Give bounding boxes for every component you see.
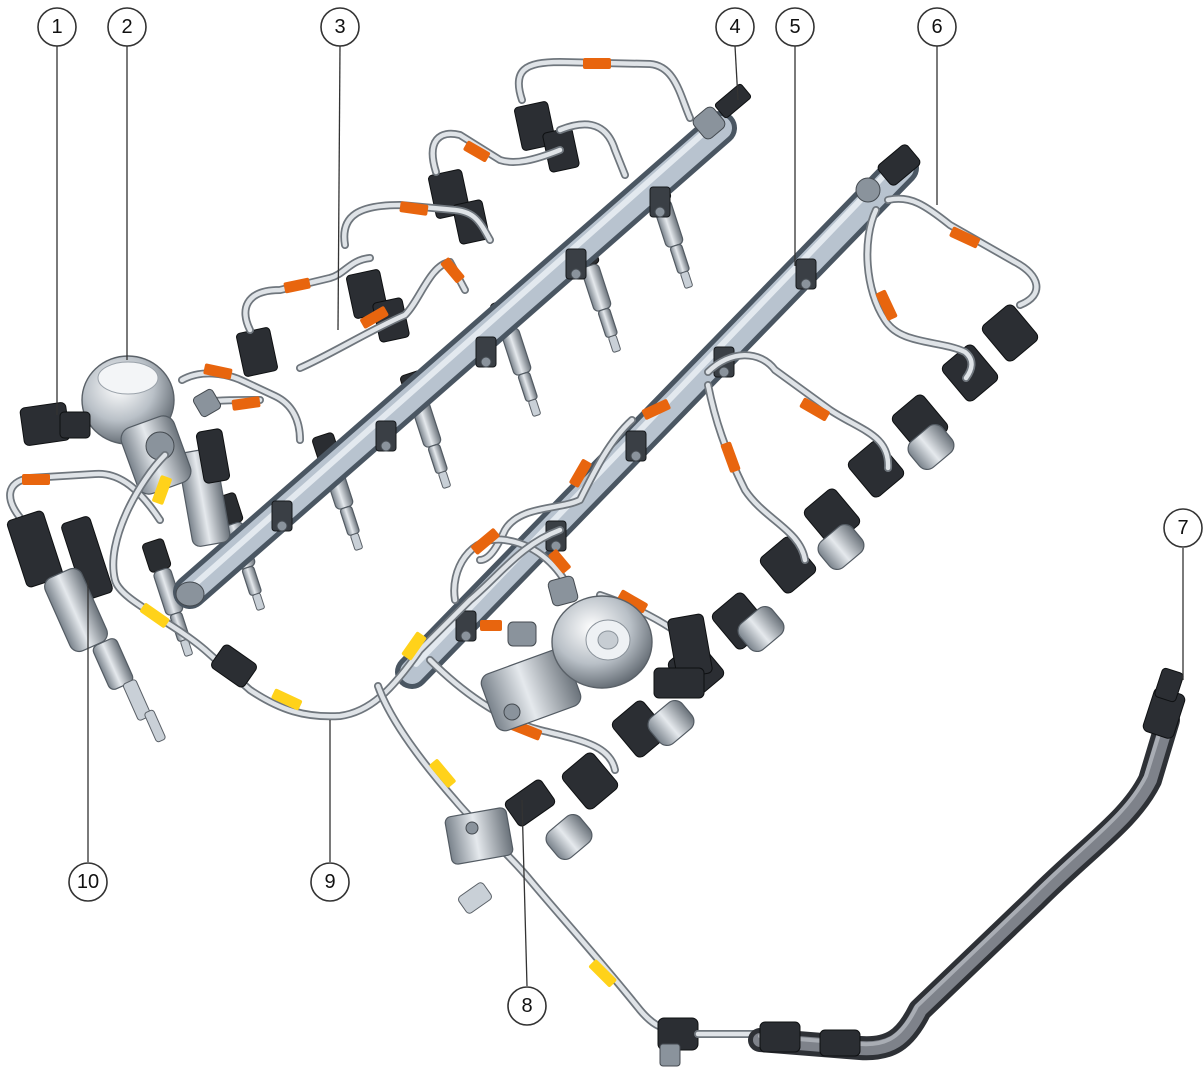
svg-text:9: 9	[324, 871, 335, 893]
high-pressure-pump-right	[480, 575, 713, 732]
callout-9: 9	[310, 862, 350, 902]
injector-10	[6, 510, 166, 743]
callout-5: 5	[775, 7, 815, 47]
callout-3: 3	[320, 7, 360, 47]
high-pressure-pump-left	[81, 355, 231, 547]
callout-10: 10	[68, 862, 108, 902]
callout-1: 1	[37, 7, 77, 47]
injector-connectors-left	[236, 101, 580, 377]
svg-text:1: 1	[51, 16, 62, 38]
fuel-pressure-sensor	[19, 402, 91, 446]
svg-text:3: 3	[334, 16, 345, 38]
high-pressure-rail-left	[173, 111, 737, 609]
fuel-feed-hose	[748, 667, 1186, 1061]
flow-arrows-high-pressure-left	[22, 58, 611, 485]
callout-labels: 1 2 3 4 5 6 7 8	[37, 7, 1203, 1026]
right-cylinder-bank	[395, 144, 1041, 861]
injector-lines-left	[6, 58, 694, 524]
feed-line-bracket	[444, 779, 556, 914]
svg-text:2: 2	[121, 16, 132, 38]
svg-text:5: 5	[789, 16, 800, 38]
callout-8: 8	[507, 986, 547, 1026]
rail-pressure-sensor	[692, 83, 752, 140]
svg-text:4: 4	[729, 16, 740, 38]
left-cylinder-bank	[6, 58, 752, 743]
callout-7: 7	[1163, 508, 1203, 548]
svg-text:7: 7	[1177, 517, 1188, 539]
callout-2: 2	[107, 7, 147, 47]
callout-4: 4	[715, 7, 755, 47]
low-pressure-feed-line	[109, 451, 764, 1067]
flow-arrows-low-pressure	[140, 475, 617, 988]
injector-row-right	[545, 304, 1039, 861]
svg-text:6: 6	[931, 16, 942, 38]
svg-text:10: 10	[77, 871, 99, 893]
flow-arrows-high-pressure-right	[471, 226, 981, 741]
svg-text:8: 8	[521, 995, 532, 1017]
injector-row-left	[140, 169, 701, 660]
callout-6: 6	[917, 7, 957, 47]
